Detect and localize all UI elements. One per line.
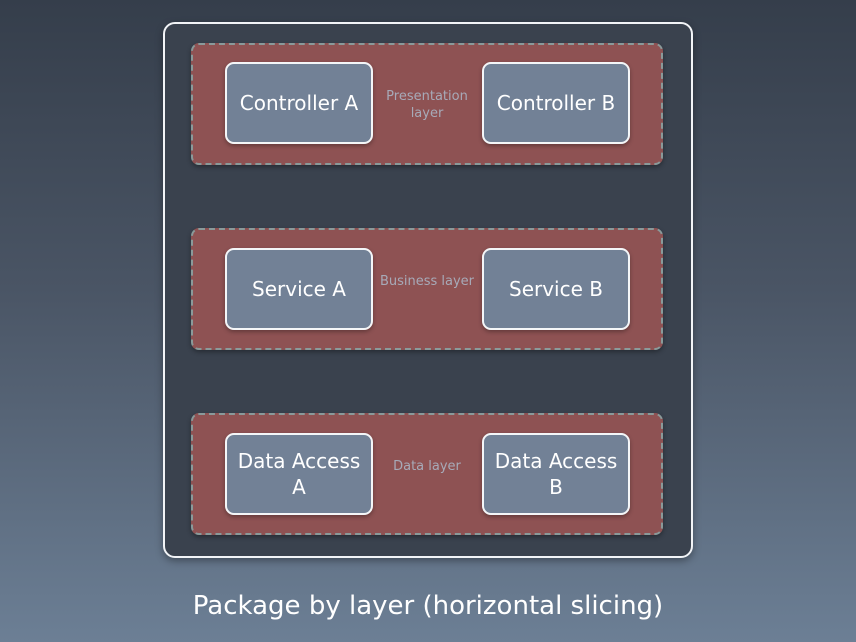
controller-b-box: Controller B xyxy=(482,62,630,144)
service-a-label: Service A xyxy=(252,277,346,301)
data-access-a-box: Data Access A xyxy=(225,433,373,515)
controller-a-label: Controller A xyxy=(239,91,359,115)
data-layer-label: Data layer xyxy=(393,459,461,474)
data-access-a-label: Data Access A xyxy=(237,449,361,499)
data-access-b-label: Data Access B xyxy=(494,449,618,499)
service-a-box: Service A xyxy=(225,248,373,330)
service-b-box: Service B xyxy=(482,248,630,330)
controller-a-box: Controller A xyxy=(225,62,373,144)
service-b-label: Service B xyxy=(509,277,603,301)
presentation-layer-label: Presentation layer xyxy=(386,89,468,121)
diagram-caption: Package by layer (horizontal slicing) xyxy=(192,591,664,621)
controller-b-label: Controller B xyxy=(496,91,616,115)
data-access-b-box: Data Access B xyxy=(482,433,630,515)
business-layer-label: Business layer xyxy=(379,274,475,289)
